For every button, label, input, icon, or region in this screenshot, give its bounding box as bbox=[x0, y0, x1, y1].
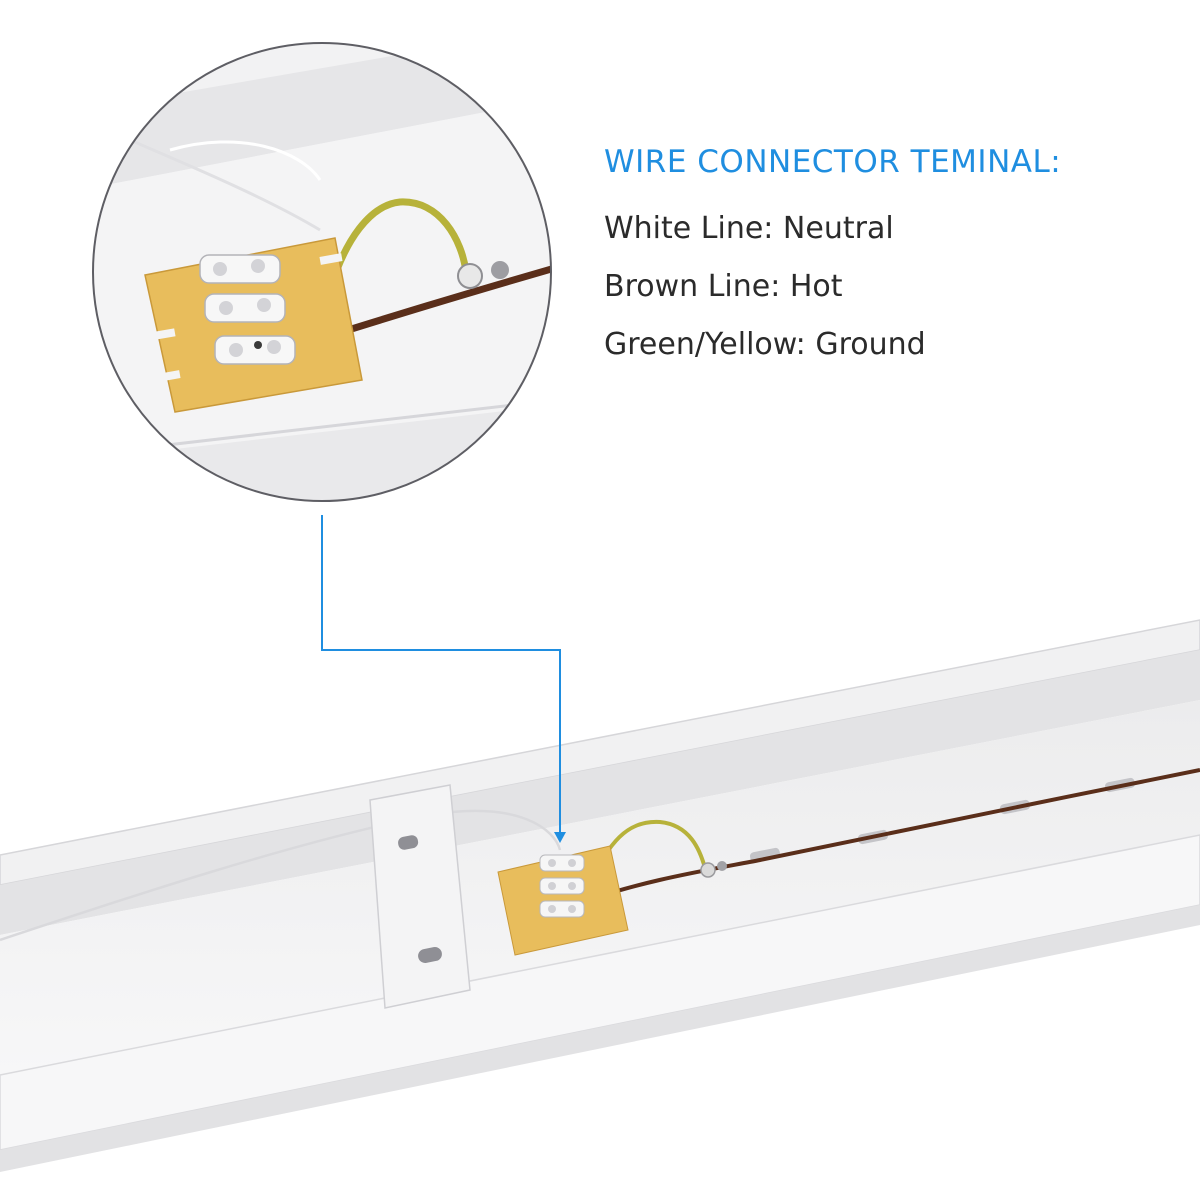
callout-arrow-head bbox=[554, 832, 566, 843]
fixture-front-lip bbox=[0, 834, 1200, 1151]
legend-title: WIRE CONNECTOR TEMINAL: bbox=[604, 144, 1062, 180]
legend-hot: Brown Line: Hot bbox=[604, 269, 843, 304]
fixture-top-rail bbox=[0, 619, 1200, 886]
bracket-slot-top bbox=[398, 835, 419, 850]
zoom-detail-circle bbox=[92, 42, 552, 502]
legend-ground: Green/Yellow: Ground bbox=[604, 327, 926, 362]
ground-screw-hole bbox=[717, 861, 727, 871]
batten-fixture bbox=[0, 619, 1200, 1172]
wire-legend: WIRE CONNECTOR TEMINAL: White Line: Neut… bbox=[604, 140, 1184, 374]
ground-screw bbox=[700, 862, 716, 878]
mounting-bracket bbox=[369, 784, 471, 1009]
fixture-bottom-edge bbox=[0, 905, 1200, 1172]
legend-neutral: White Line: Neutral bbox=[604, 211, 894, 246]
fixture-tray-back-wall bbox=[0, 650, 1200, 935]
callout-line bbox=[321, 515, 561, 838]
white-wire bbox=[0, 809, 562, 942]
terminal-block-small bbox=[539, 854, 585, 918]
bracket-slot-bottom bbox=[418, 947, 442, 963]
brown-wire bbox=[574, 768, 1200, 907]
